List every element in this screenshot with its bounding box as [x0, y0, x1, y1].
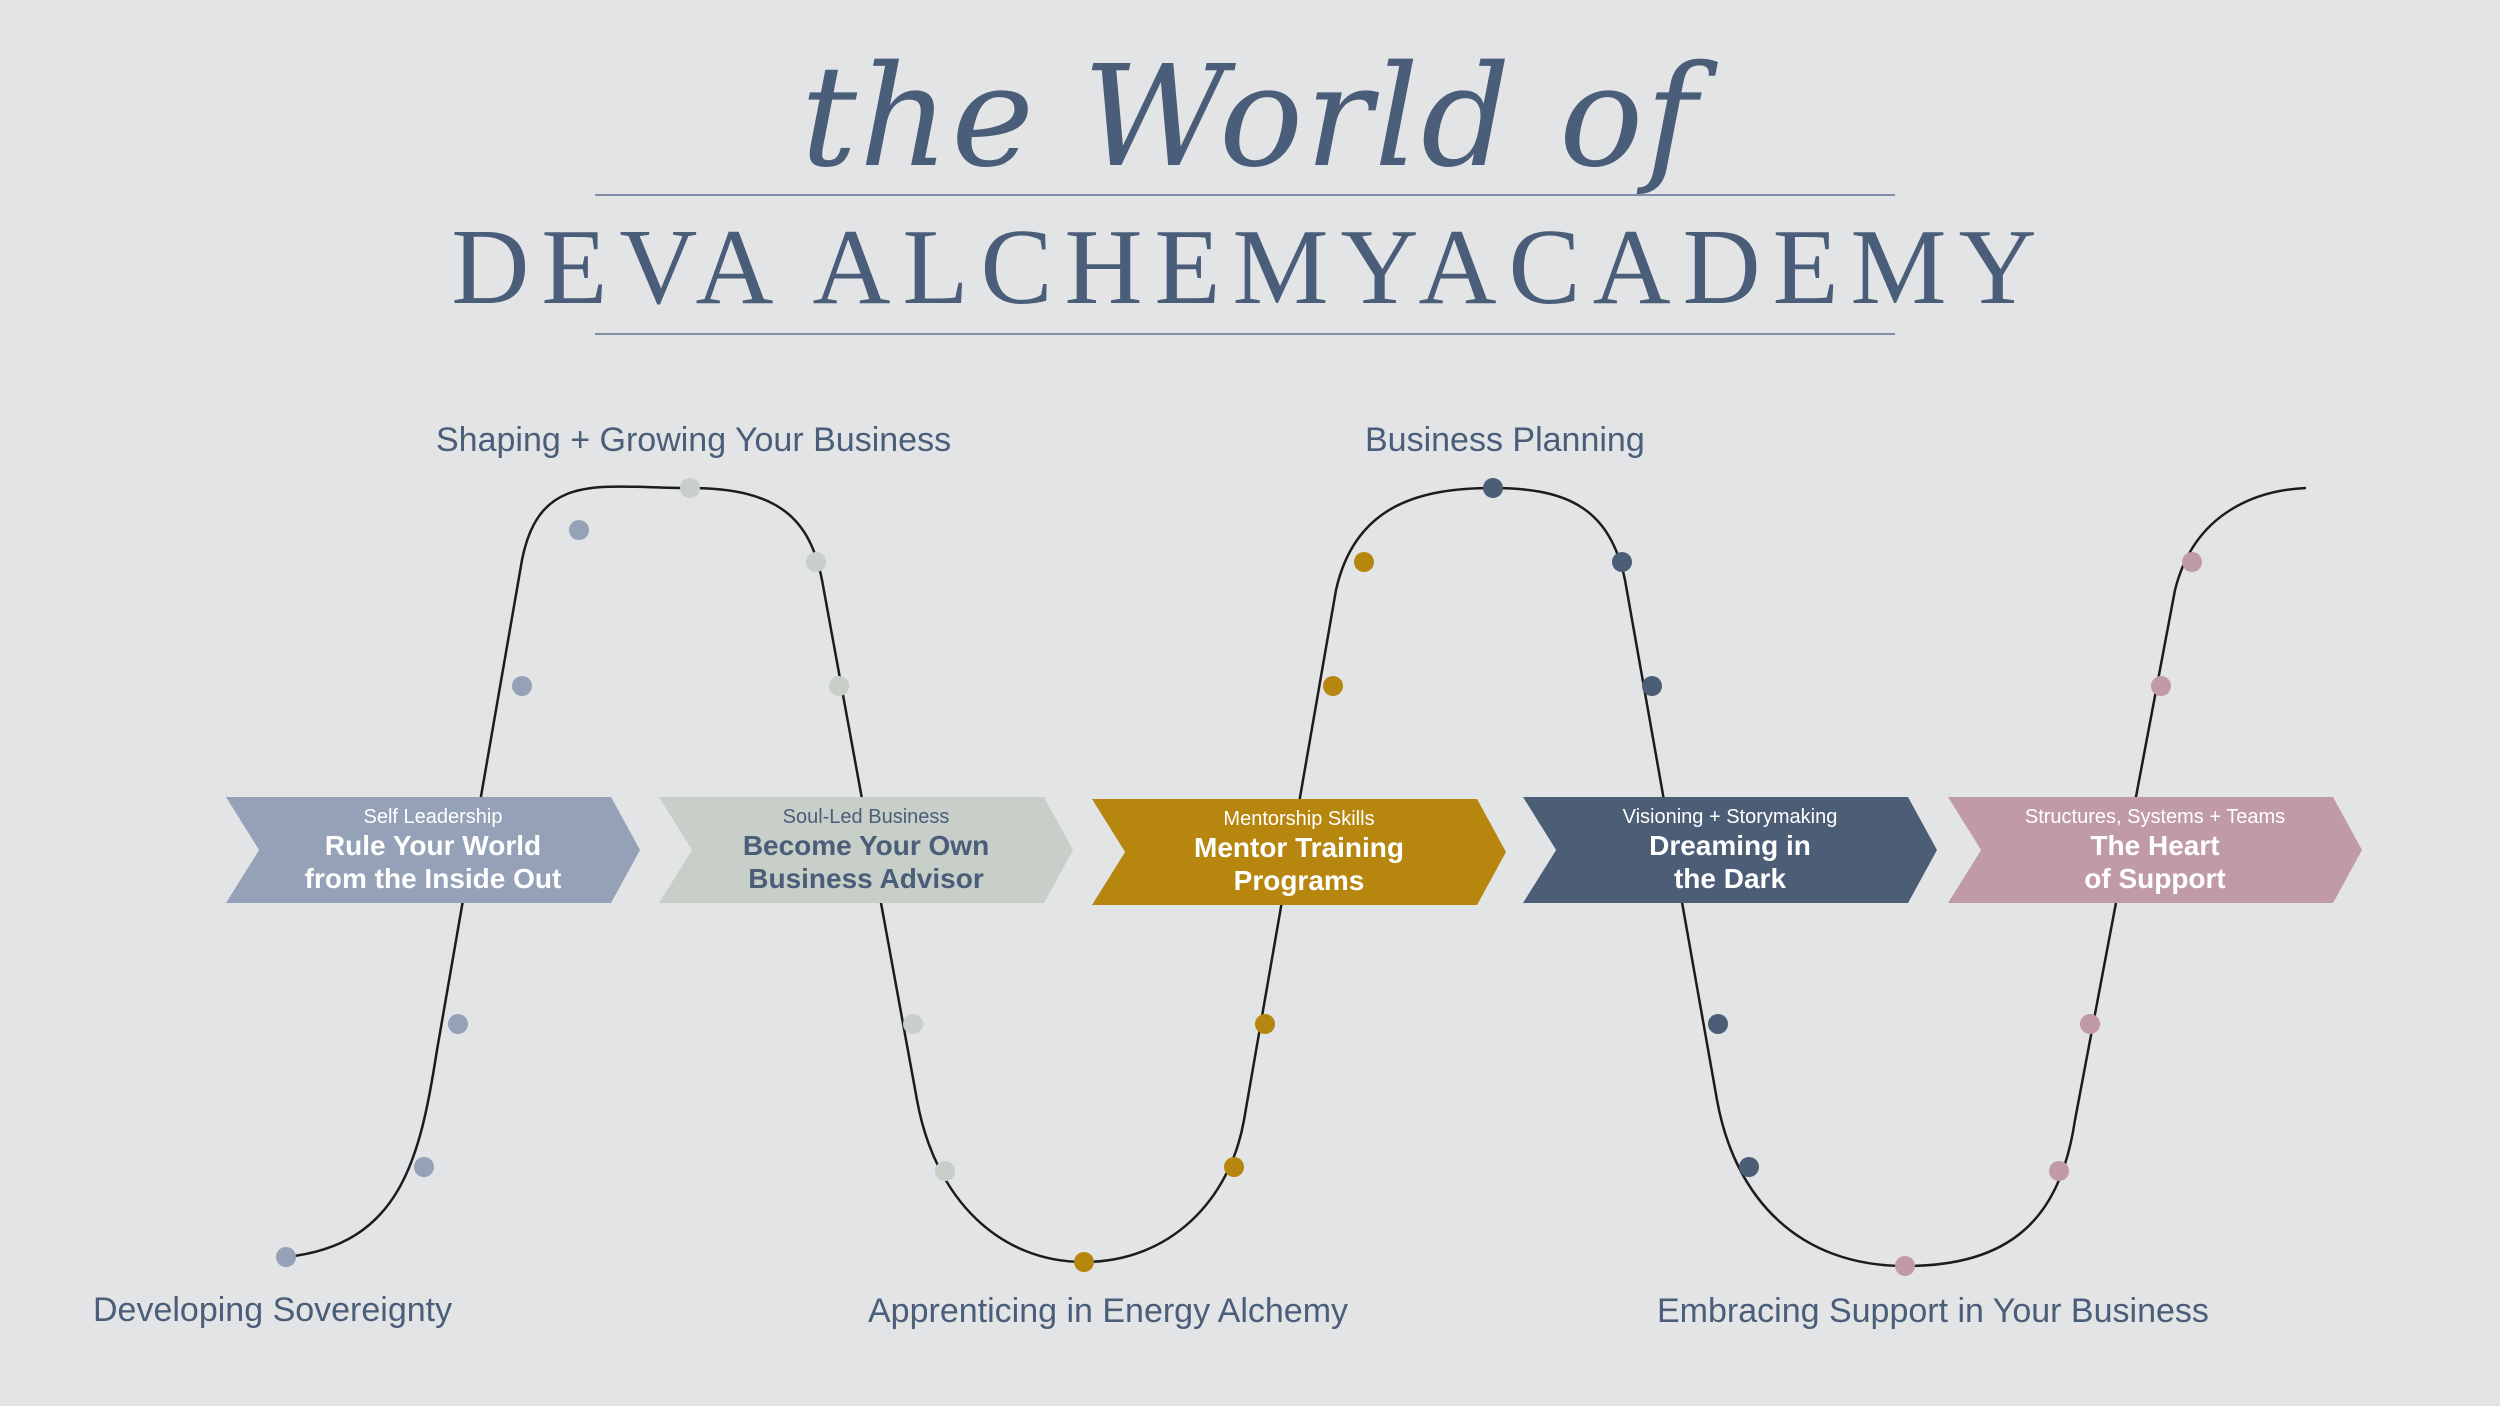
program-subtitle: Mentorship Skills — [1223, 808, 1375, 830]
stage-label-developing: Developing Sovereignty — [93, 1291, 453, 1329]
program-title-line1: Mentor Training — [1194, 832, 1404, 863]
academy-title: DEVA ALCHEMYACADEMY — [451, 208, 2049, 327]
program-card-mentor-training[interactable]: Mentorship Skills Mentor Training Progra… — [1092, 799, 1506, 905]
milestone-dot — [276, 1247, 296, 1267]
title-rule-top — [595, 194, 1895, 196]
stage-label-planning: Business Planning — [1365, 421, 1645, 459]
milestone-dot — [414, 1157, 434, 1177]
milestone-dot — [1739, 1157, 1759, 1177]
stage-label-apprenticing: Apprenticing in Energy Alchemy — [868, 1292, 1349, 1330]
milestone-dot — [829, 676, 849, 696]
program-subtitle: Structures, Systems + Teams — [2024, 806, 2286, 828]
program-subtitle: Visioning + Storymaking — [1622, 806, 1838, 828]
milestone-dot — [569, 520, 589, 540]
milestone-dots — [276, 478, 2202, 1276]
milestone-dot — [935, 1161, 955, 1181]
program-card-heart-of-support[interactable]: Structures, Systems + Teams The Heart of… — [1948, 797, 2362, 903]
program-title-line1: Become Your Own — [742, 830, 990, 861]
program-subtitle: Self Leadership — [363, 806, 503, 828]
milestone-dot — [2182, 552, 2202, 572]
milestone-dot — [1323, 676, 1343, 696]
milestone-dot — [512, 676, 532, 696]
stage-label-embracing: Embracing Support in Your Business — [1657, 1292, 2209, 1330]
milestone-dot — [2049, 1161, 2069, 1181]
title-rule-bottom — [595, 333, 1895, 335]
milestone-dot — [1895, 1256, 1915, 1276]
program-card-business-advisor[interactable]: Soul-Led Business Become Your Own Busine… — [659, 797, 1073, 903]
program-title-line2: Business Advisor — [748, 863, 984, 894]
program-title-line2: Programs — [1233, 865, 1365, 896]
journey-curve — [285, 485, 2307, 1268]
milestone-dot — [1354, 552, 1374, 572]
program-title-line1: Rule Your World — [324, 830, 542, 861]
program-title-line2: from the Inside Out — [304, 863, 562, 894]
program-title-line2: the Dark — [1673, 863, 1787, 894]
milestone-dot — [903, 1014, 923, 1034]
milestone-dot — [448, 1014, 468, 1034]
milestone-dot — [680, 478, 700, 498]
program-card-dreaming-in-dark[interactable]: Visioning + Storymaking Dreaming in the … — [1523, 797, 1937, 903]
script-title: the World of — [800, 36, 1700, 199]
milestone-dot — [2080, 1014, 2100, 1034]
milestone-dot — [1224, 1157, 1244, 1177]
milestone-dot — [1074, 1252, 1094, 1272]
milestone-dot — [1708, 1014, 1728, 1034]
stage-label-shaping: Shaping + Growing Your Business — [436, 421, 952, 459]
program-title-line1: Dreaming in — [1649, 830, 1811, 861]
program-card-rule-your-world[interactable]: Self Leadership Rule Your World from the… — [226, 797, 640, 903]
milestone-dot — [806, 552, 826, 572]
program-title-line2: of Support — [2084, 863, 2226, 894]
milestone-dot — [1255, 1014, 1275, 1034]
milestone-dot — [1642, 676, 1662, 696]
milestone-dot — [1483, 478, 1503, 498]
milestone-dot — [2151, 676, 2171, 696]
program-subtitle: Soul-Led Business — [782, 806, 950, 828]
program-title-line1: The Heart — [2090, 830, 2220, 861]
milestone-dot — [1612, 552, 1632, 572]
